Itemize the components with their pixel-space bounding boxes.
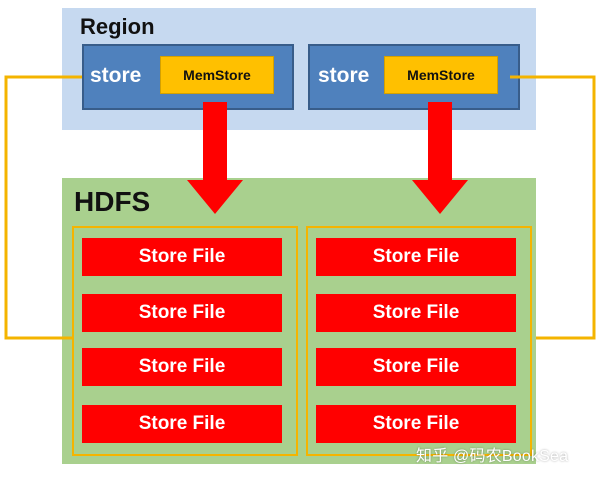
store-file-left-2: Store File	[82, 294, 282, 332]
hdfs-title: HDFS	[74, 186, 151, 217]
store-file-right-1: Store File	[316, 238, 516, 276]
connector-right	[510, 75, 596, 340]
store-label-right: store	[318, 64, 370, 87]
flush-arrow-left	[187, 102, 243, 214]
store-file-column-right	[306, 226, 532, 456]
watermark: 知乎 @码农BookSea	[416, 448, 569, 465]
memstore-right: MemStore	[384, 56, 498, 94]
memstore-left: MemStore	[160, 56, 274, 94]
region-title: Region	[80, 14, 155, 39]
store-file-right-3: Store File	[316, 348, 516, 386]
store-file-left-1: Store File	[82, 238, 282, 276]
store-file-left-3: Store File	[82, 348, 282, 386]
store-label-left: store	[90, 64, 142, 87]
connector-left	[4, 75, 82, 340]
store-file-right-4: Store File	[316, 405, 516, 443]
flush-arrow-right	[412, 102, 468, 214]
store-file-column-left	[72, 226, 298, 456]
store-file-left-4: Store File	[82, 405, 282, 443]
store-file-right-2: Store File	[316, 294, 516, 332]
